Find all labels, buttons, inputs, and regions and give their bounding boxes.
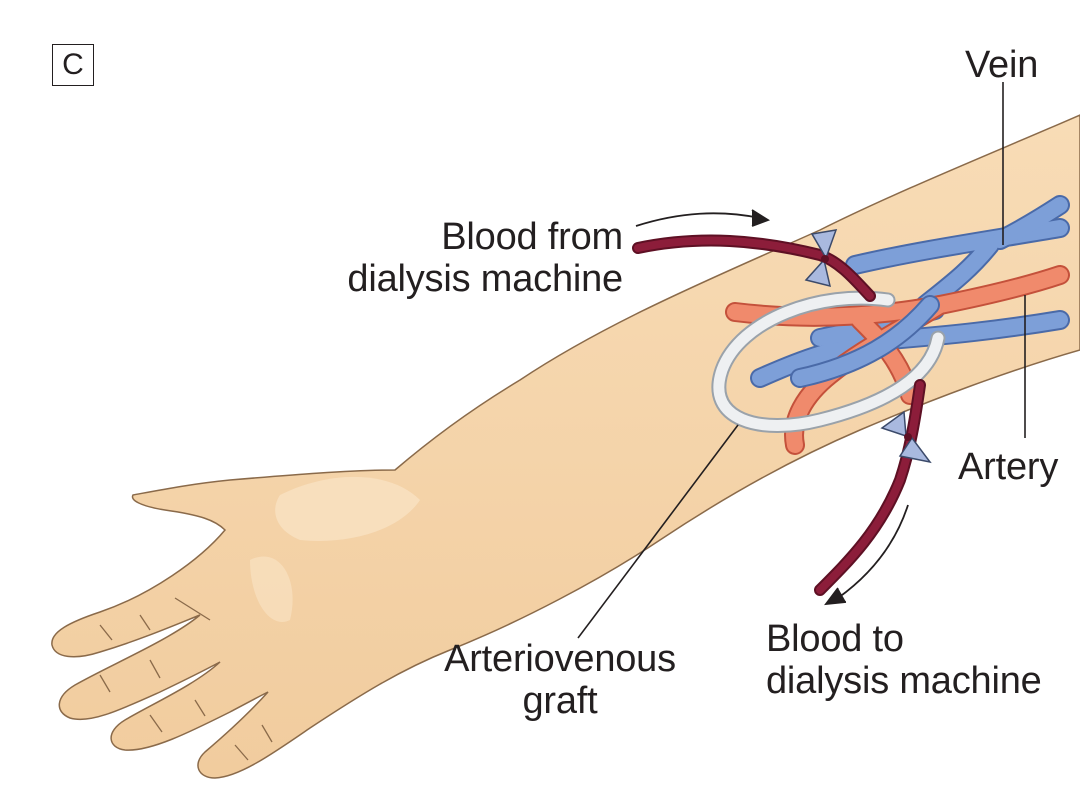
needle-clamp-upper (804, 229, 838, 288)
wrist-highlight (250, 556, 293, 622)
blood-to-label-line2: dialysis machine (766, 660, 1042, 702)
panel-label: C (52, 44, 94, 86)
graft-label-line1: Arteriovenous (444, 638, 676, 680)
blood-from-label-line2: dialysis machine (347, 258, 623, 300)
palm-highlight (275, 476, 420, 541)
vein-overlay (790, 295, 940, 388)
flow-arrow-out (824, 504, 909, 606)
blood-to-label-line1: Blood to (766, 618, 904, 660)
tubing-to-machine (814, 379, 926, 596)
blood-from-label-line1: Blood from (441, 216, 623, 258)
flow-arrow-in (635, 209, 771, 227)
needle-clamp-lower (880, 410, 932, 464)
finger-creases (99, 597, 273, 761)
artery-label: Artery (958, 446, 1059, 488)
vein-label: Vein (965, 44, 1039, 86)
graft-label-line2: graft (522, 680, 598, 722)
arteriovenous-graft (711, 290, 946, 433)
leader-lines (577, 82, 1026, 639)
tubing-from-machine (632, 234, 876, 302)
